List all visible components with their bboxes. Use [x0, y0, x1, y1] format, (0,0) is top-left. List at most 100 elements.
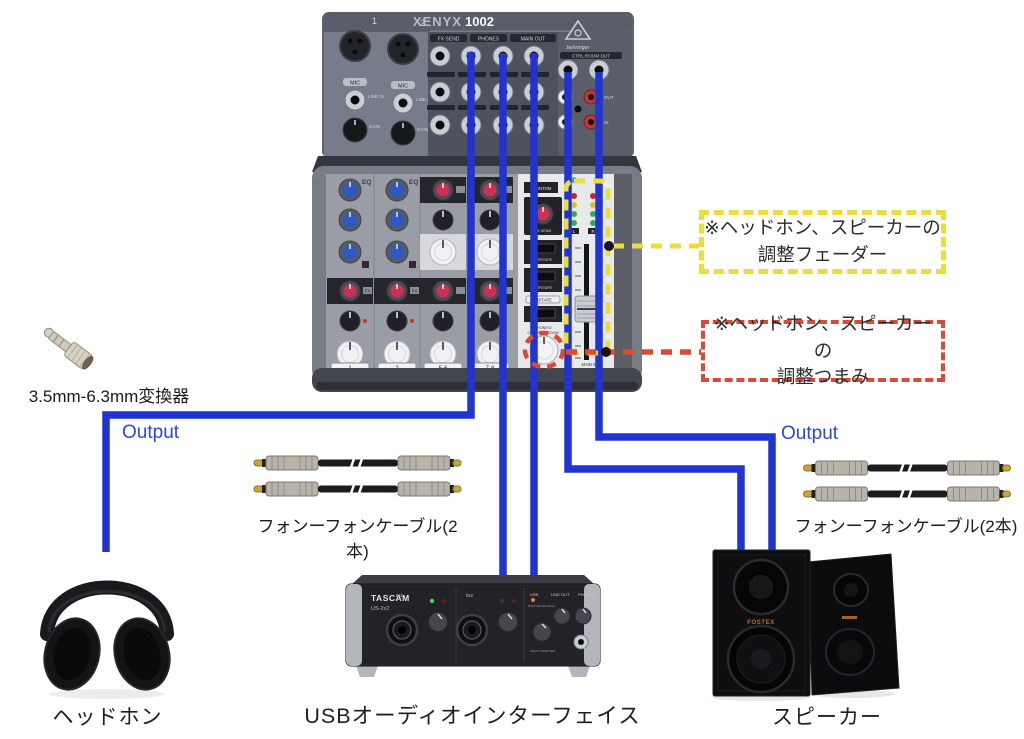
gain-knob-2: [390, 120, 416, 146]
phone-cables-left: [253, 452, 462, 500]
ctrl-room-out-label: CTRL ROOM OUT: [572, 54, 611, 59]
foot: [568, 666, 590, 677]
headphones-graphic: [40, 580, 174, 699]
combo-input-2: [455, 613, 489, 647]
eq1-label: EQ: [362, 179, 371, 186]
knob-callout-line1: ※ヘッドホン、スピーカーの: [714, 312, 932, 361]
phantom-box: [524, 182, 558, 193]
mixer-model-text: XENYX: [413, 14, 462, 29]
ctrl-room-out-l-jack: [557, 59, 579, 81]
line-in-1-label: LINE IN: [368, 94, 384, 99]
tape-mix-label: 2-TR/TAPE: [534, 286, 553, 290]
end-cap-right: [584, 584, 600, 666]
peak-led-2: [511, 598, 517, 604]
phones-out-label: PHONES: [578, 592, 595, 597]
main-out-label: MAIN OUT: [521, 37, 545, 43]
fx-chip: FX: [365, 289, 371, 294]
phones-jack: [573, 634, 589, 650]
speakers-label: スピーカー: [772, 706, 882, 729]
gain-knob-2: [498, 612, 518, 632]
screw: [574, 105, 582, 113]
audio-interface-graphic: TASCAM US-2x2 IN1 IN2 USB LINE OUT: [345, 575, 601, 677]
phones-jack-label: PHONES: [478, 37, 500, 43]
sig-led-2: [499, 598, 505, 604]
phones-jack: [460, 45, 482, 67]
fx-send-knob-label: FX SEND: [535, 229, 552, 233]
phones-knob: [574, 607, 592, 625]
line-jack: [523, 81, 545, 103]
cable-label-right: フォンーフォンケーブル(2本): [794, 517, 1018, 536]
tape-out-label: OUT: [604, 95, 614, 100]
gain2-label: GAIN: [417, 127, 428, 132]
end-cap-left: [346, 584, 362, 666]
foot: [356, 666, 378, 677]
tape-out-r-rca: [583, 89, 599, 105]
fader-callout-box: ※ヘッドホン、スピーカーの 調整フェーダー: [699, 210, 946, 274]
line-jack: [492, 81, 514, 103]
channel2-number: 2: [420, 18, 425, 28]
usb-label: USB: [530, 592, 539, 597]
knob-callout-line2: 調整つまみ: [776, 366, 870, 388]
tape-out-l-rca: [557, 89, 573, 105]
xlr-input-2: [387, 33, 419, 65]
line-jack: [492, 114, 514, 136]
interface-label: USBオーディオインターフェイス: [304, 704, 641, 728]
output-label-left: Output: [122, 422, 180, 443]
fader-callout-line2: 調整フェーダー: [757, 244, 888, 265]
phones-ctrl-label-1: PHONES/: [534, 326, 552, 330]
fx-send-jack: [429, 45, 451, 67]
mic2-label: MIC: [398, 84, 408, 90]
cable: [253, 452, 462, 500]
input-computer-label: INPUT COMPUTER: [530, 649, 555, 653]
line-out-knob: [553, 607, 571, 625]
ear-cup-right: [113, 617, 171, 691]
in2-label: IN2: [466, 593, 474, 598]
gain1-label: GAIN: [369, 124, 380, 129]
adapter-graphic: [43, 327, 94, 370]
tape-ctrl-label: 2-TR/TAPE: [534, 258, 553, 262]
line-in-jack-2: [392, 92, 414, 114]
fx-send-knob: [532, 203, 554, 225]
fx-chip: FX: [412, 289, 418, 294]
fx-send-jack-label: FX SEND: [438, 37, 460, 43]
cable: [803, 457, 1011, 505]
fader-callout-line1: ※ヘッドホン、スピーカーの: [704, 217, 941, 239]
line-out-label: LINE OUT: [551, 592, 570, 597]
channel1-number: 1: [372, 16, 377, 26]
main-out-r-jack: [523, 45, 545, 67]
speaker-right: [807, 553, 900, 696]
knob-callout-box: ※ヘッドホン、スピーカーの 調整つまみ: [701, 313, 945, 387]
line-jack: [429, 81, 451, 103]
ear-cup-left: [43, 617, 101, 691]
line-jack: [523, 114, 545, 136]
behringer-wordmark: behringer: [566, 45, 590, 51]
speaker-left: FOSTEX: [712, 549, 811, 697]
headphones-label: ヘッドホン: [52, 706, 163, 729]
tape-in-label: IN: [604, 120, 609, 125]
phones-ctrl-room-knob: [529, 335, 559, 365]
output-label-right: Output: [781, 423, 839, 444]
eq2-label: EQ: [409, 179, 418, 186]
mic1-label: MIC: [350, 81, 360, 87]
meter-r-label: R: [591, 229, 594, 234]
phones-ctrl-label-2: CONTROL ROOM: [527, 331, 558, 335]
tape-in-l-rca: [557, 114, 573, 130]
line-jack: [460, 81, 482, 103]
in1-label: IN1: [396, 593, 404, 598]
peak-led-1: [441, 598, 447, 604]
usb-led: [531, 598, 535, 602]
adapter-label: 3.5mm-6.3mm変換器: [28, 387, 190, 406]
interface-model: US-2x2: [371, 606, 389, 612]
monitor-balance-knob: [532, 622, 552, 642]
line-jack: [429, 114, 451, 136]
monitor-balance-label: MONITOR BALANCE: [528, 604, 555, 608]
mixer-header: [324, 12, 632, 31]
tascam-logo: TASCAM: [371, 593, 410, 603]
phone-cables-right: [803, 457, 1011, 505]
combo-input-1: [385, 613, 419, 647]
main-out-l-jack: [492, 45, 514, 67]
ctrl-room-out-r-jack: [588, 59, 610, 81]
behringer-logo-icon: [564, 19, 592, 40]
line-jack: [460, 114, 482, 136]
